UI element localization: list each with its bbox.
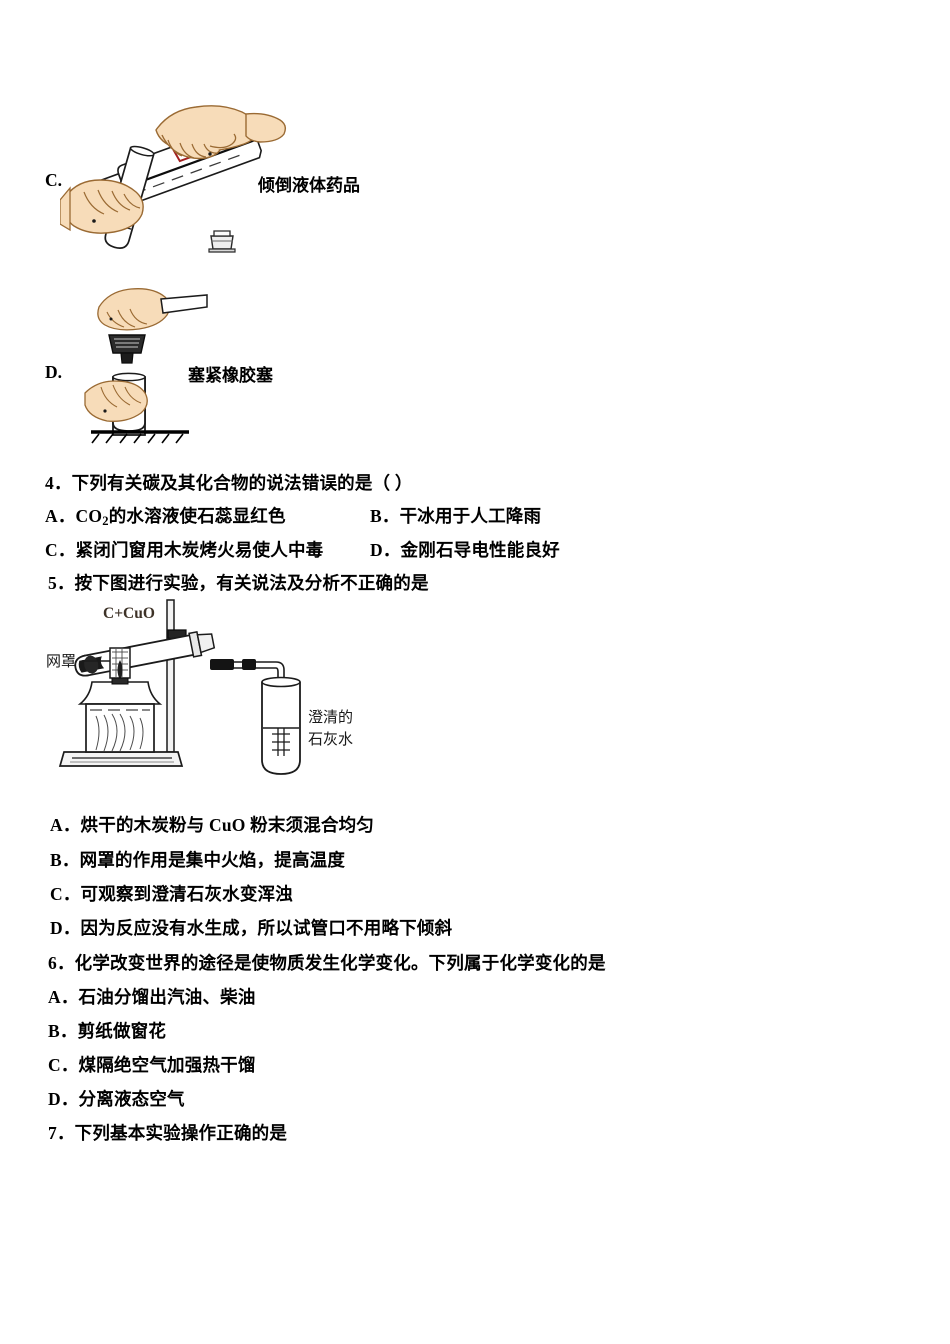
illustration-pouring-liquid-reagent <box>60 88 300 258</box>
question-4-option-b: B．干冰用于人工降雨 <box>370 503 541 528</box>
diagram-label-reagent: C+CuO <box>103 605 155 622</box>
question-6-option-d-label: D． <box>48 1089 79 1109</box>
question-5-option-d-label: D． <box>50 918 81 938</box>
question-7-stem: 7．下列基本实验操作正确的是 <box>48 1123 288 1143</box>
question-4-option-c-text: 紧闭门窗用木炭烤火易使人中毒 <box>75 540 324 560</box>
question-5-option-c-label: C． <box>50 884 81 904</box>
option-d-label: D. <box>45 362 63 382</box>
question-4-option-a-label: A． <box>45 506 76 526</box>
question-5-option-a: A．烘干的木炭粉与 CuO 粉末须混合均匀 <box>50 812 374 837</box>
question-5-stem: 5．按下图进行实验，有关说法及分析不正确的是 <box>48 573 429 593</box>
question-6-option-a-label: A． <box>48 987 79 1007</box>
question-6-option-c: C．煤隔绝空气加强热干馏 <box>48 1052 256 1077</box>
question-6-stem: 6．化学改变世界的途径是使物质发生化学变化。下列属于化学变化的是 <box>48 953 606 973</box>
question-4-option-c-label: C． <box>45 540 76 560</box>
question-5-option-b: B．网罩的作用是集中火焰，提高温度 <box>50 847 345 872</box>
diagram-label-limewater-line2: 石灰水 <box>308 731 353 748</box>
question-6-option-d-text: 分离液态空气 <box>78 1089 185 1109</box>
question-4-option-b-text: 干冰用于人工降雨 <box>399 506 542 526</box>
question-5-option-d-text: 因为反应没有水生成，所以试管口不用略下倾斜 <box>80 918 453 938</box>
diagram-label-limewater-line1: 澄清的 <box>308 709 353 726</box>
question-6-option-c-text: 煤隔绝空气加强热干馏 <box>78 1055 256 1075</box>
question-6-option-a-text: 石油分馏出汽油、柴油 <box>78 987 256 1007</box>
question-4-option-a-formula: CO <box>75 506 103 526</box>
question-4-option-a-text: 的水溶液使石蕊显红色 <box>108 506 286 526</box>
diagram-label-mesh-cover: 网罩 <box>46 653 76 670</box>
question-4-option-c: C．紧闭门窗用木炭烤火易使人中毒 <box>45 537 323 562</box>
question-4-option-a-subscript: 2 <box>102 513 109 528</box>
question-5-option-c: C．可观察到澄清石灰水变浑浊 <box>50 881 293 906</box>
question-5-option-a-label: A． <box>50 815 81 835</box>
option-c-label: C. <box>45 170 63 190</box>
question-5-option-b-text: 网罩的作用是集中火焰，提高温度 <box>79 850 346 870</box>
question-5-option-c-text: 可观察到澄清石灰水变浑浊 <box>80 884 293 904</box>
question-6-option-a: A．石油分馏出汽油、柴油 <box>48 984 256 1009</box>
question-6-option-b: B．剪纸做窗花 <box>48 1018 166 1043</box>
option-c-caption: 倾倒液体药品 <box>258 176 360 195</box>
question-6-option-c-label: C． <box>48 1055 79 1075</box>
option-d-caption: 塞紧橡胶塞 <box>188 366 273 385</box>
question-4-stem: 4．下列有关碳及其化合物的说法错误的是（ ） <box>45 473 413 493</box>
question-4-option-d: D．金刚石导电性能良好 <box>370 537 560 562</box>
question-4-option-d-text: 金刚石导电性能良好 <box>400 540 560 560</box>
question-4-option-d-label: D． <box>370 540 401 560</box>
illustration-pressing-rubber-stopper <box>84 285 265 444</box>
question-4-option-b-label: B． <box>370 506 400 526</box>
question-5-option-b-label: B． <box>50 850 80 870</box>
question-4-option-a: A．CO2的水溶液使石蕊显红色 <box>45 503 286 529</box>
question-6-option-b-text: 剪纸做窗花 <box>77 1021 167 1041</box>
diagram-carbon-reduces-copper-oxide: C+CuO <box>46 599 396 785</box>
question-6-option-b-label: B． <box>48 1021 78 1041</box>
illustration-bottle-stopper-upside-down <box>205 228 239 254</box>
question-5-option-d: D．因为反应没有水生成，所以试管口不用略下倾斜 <box>50 915 452 940</box>
question-6-option-d: D．分离液态空气 <box>48 1086 185 1111</box>
question-5-option-a-text: 烘干的木炭粉与 CuO 粉末须混合均匀 <box>80 815 375 835</box>
